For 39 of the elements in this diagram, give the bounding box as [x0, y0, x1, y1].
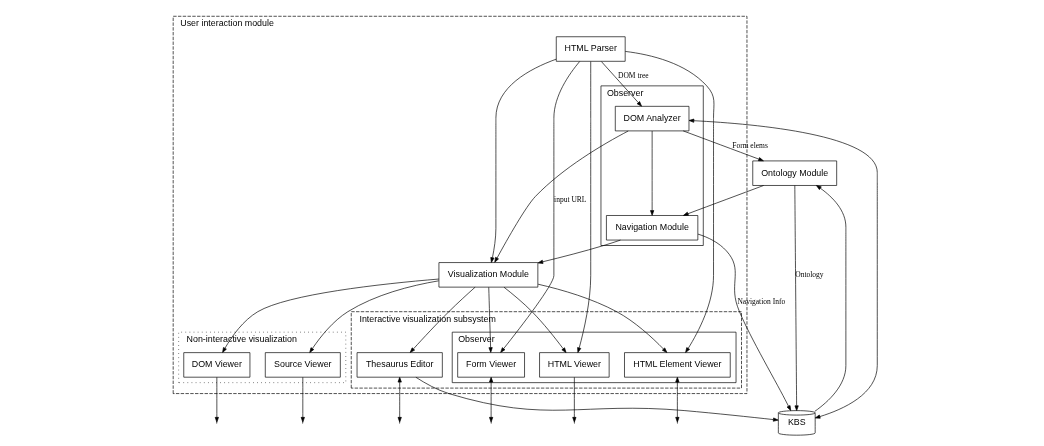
- node-box: Ontology Module: [751, 160, 837, 186]
- arrow: [503, 286, 566, 353]
- arrow: [600, 61, 642, 107]
- node-box: Visualization Module: [438, 262, 538, 288]
- arrow: [489, 58, 557, 263]
- arrow: [649, 130, 654, 216]
- arrow: [499, 61, 580, 353]
- edge-label: Form elems: [731, 140, 768, 150]
- edge-label: input URL: [553, 195, 586, 205]
- arrow: [793, 185, 799, 411]
- node-box: HTML Element Viewer: [623, 352, 731, 378]
- node-box: Navigation Module: [605, 215, 698, 241]
- node-box: HTML Parser: [555, 36, 625, 62]
- arrow: [221, 278, 439, 353]
- arrow: [409, 286, 475, 353]
- node-box: DOM Viewer: [182, 352, 250, 378]
- edge-label: DOM tree: [617, 71, 649, 81]
- edge-label: Navigation Info: [736, 297, 785, 307]
- node-box: Source Viewer: [264, 352, 341, 378]
- arrow: [537, 239, 621, 264]
- node-box: HTML Viewer: [538, 352, 609, 378]
- arrow: [688, 118, 878, 419]
- arrow: [493, 130, 629, 263]
- node-box: Form Viewer: [456, 352, 525, 378]
- arrow: [300, 377, 305, 423]
- arrow: [813, 185, 846, 412]
- arrow: [488, 377, 493, 423]
- arrow: [682, 185, 764, 216]
- node-box: Thesaurus Editor: [356, 352, 443, 378]
- arrow: [214, 377, 219, 423]
- arrow: [487, 286, 493, 353]
- arrow: [682, 130, 764, 162]
- arrow: [537, 283, 667, 353]
- node-box: DOM Analyzer: [614, 106, 689, 132]
- edge-label: Ontology: [794, 269, 824, 279]
- arrow: [308, 280, 439, 353]
- arrow: [624, 51, 714, 353]
- arrow: [576, 61, 591, 353]
- arrow: [697, 233, 791, 411]
